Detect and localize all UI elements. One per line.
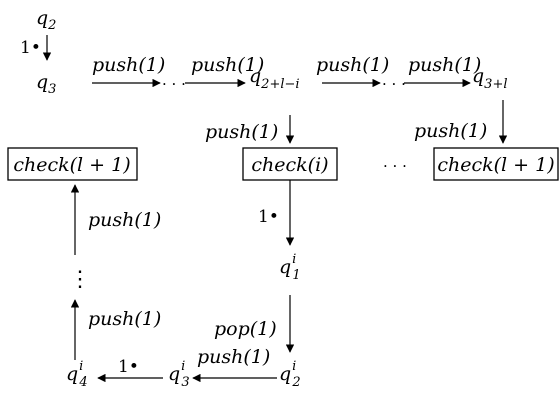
ellipsis-middle: · · · bbox=[383, 157, 407, 175]
edge-label-push-q2i-q3i: push(1) bbox=[197, 346, 270, 368]
edge-label-push-checkl1-right: push(1) bbox=[414, 120, 487, 142]
edge-label-pop: pop(1) bbox=[214, 318, 277, 340]
ellipsis-top-2: · · · bbox=[382, 75, 406, 93]
edge-label-push-d: push(1) bbox=[408, 54, 481, 76]
edge-label-checki-q1i: 1• bbox=[258, 207, 279, 227]
box-check-l1-left bbox=[7, 147, 138, 181]
edge-label-q3i-q4i: 1• bbox=[118, 357, 139, 377]
edge-label-push-c: push(1) bbox=[316, 54, 389, 76]
edge-label-push-checki: push(1) bbox=[205, 121, 278, 143]
box-check-i-text: check(i) bbox=[251, 154, 328, 176]
edge-label-push-b: push(1) bbox=[191, 54, 264, 76]
state-q-3-l: q3+l bbox=[472, 65, 508, 92]
state-q-2-l-i: q2+l−i bbox=[249, 65, 300, 92]
vdots-left: ⋮ bbox=[69, 267, 91, 292]
box-check-l1-left-text: check(l + 1) bbox=[13, 154, 130, 176]
box-check-l1-right bbox=[433, 147, 559, 181]
edge-label-push-left-lower: push(1) bbox=[88, 308, 161, 330]
box-check-l1-right-text: check(l + 1) bbox=[437, 154, 554, 176]
edge-label-push-left-upper: push(1) bbox=[88, 209, 161, 231]
edge-label-push-a: push(1) bbox=[92, 54, 165, 76]
edge-label-q2-q3: 1• bbox=[20, 38, 41, 58]
box-check-i bbox=[242, 147, 338, 181]
ellipsis-top-1: · · · bbox=[162, 75, 186, 93]
state-q2: q2 bbox=[36, 7, 56, 33]
state-q3: q3 bbox=[36, 71, 56, 97]
